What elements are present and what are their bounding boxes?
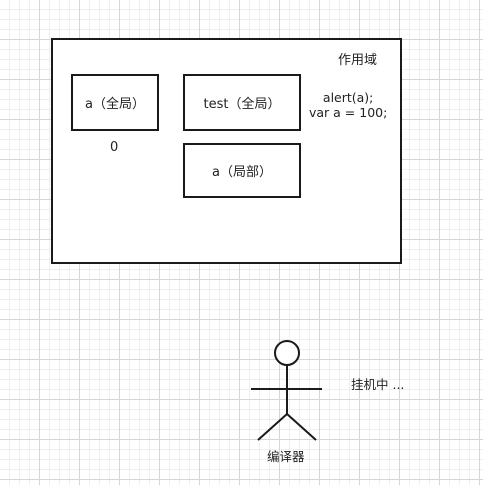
scope-title: 作用域 [338, 53, 378, 68]
global-variable-value: 0 [110, 140, 119, 155]
function-box: test（全局） [183, 74, 301, 131]
global-variable-label: a（全局） [85, 97, 145, 112]
stick-figure-icon [251, 340, 322, 441]
code-snippet: alert(a); var a = 100; [309, 90, 387, 120]
code-line: alert(a); [322, 90, 374, 105]
function-label: test（全局） [203, 97, 281, 112]
global-variable-box: a（全局） [71, 74, 159, 131]
code-line: var a = 100; [309, 105, 388, 120]
actor-status: 挂机中 ... [351, 377, 405, 392]
local-variable-box: a（局部） [183, 143, 301, 198]
local-variable-label: a（局部） [212, 165, 272, 180]
actor-name: 编译器 [267, 449, 305, 464]
